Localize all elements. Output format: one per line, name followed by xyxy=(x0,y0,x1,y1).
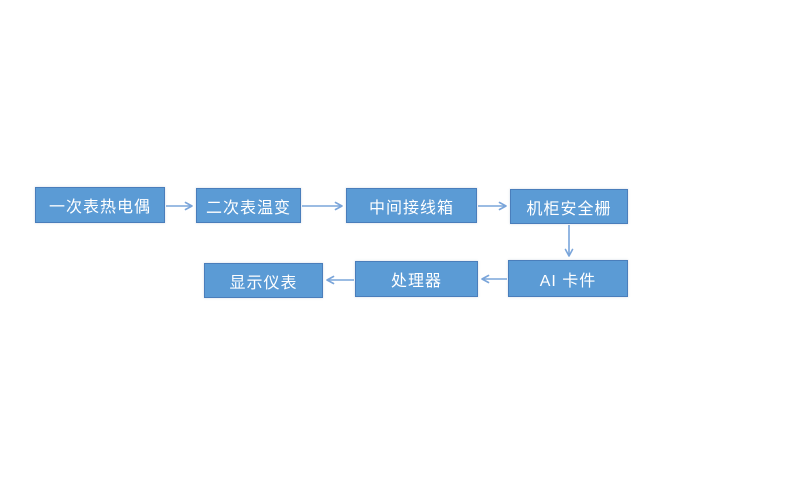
node-label: AI 卡件 xyxy=(539,272,597,290)
node-ai-card: AI 卡件 xyxy=(508,260,628,297)
node-processor: 处理器 xyxy=(355,261,478,297)
node-label: 中间接线箱 xyxy=(368,199,454,217)
node-primary-thermocouple: 一次表热电偶 xyxy=(35,187,165,223)
node-label: 一次表热电偶 xyxy=(48,199,151,216)
node-label: 二次表温变 xyxy=(205,199,291,217)
node-display-instrument: 显示仪表 xyxy=(204,263,323,298)
node-junction-box: 中间接线箱 xyxy=(346,188,477,223)
node-label: 显示仪表 xyxy=(229,274,298,292)
node-label: 机柜安全栅 xyxy=(526,200,612,218)
node-secondary-temp-transmitter: 二次表温变 xyxy=(196,188,301,223)
node-safety-barrier: 机柜安全栅 xyxy=(510,189,628,224)
node-label: 处理器 xyxy=(390,273,442,290)
